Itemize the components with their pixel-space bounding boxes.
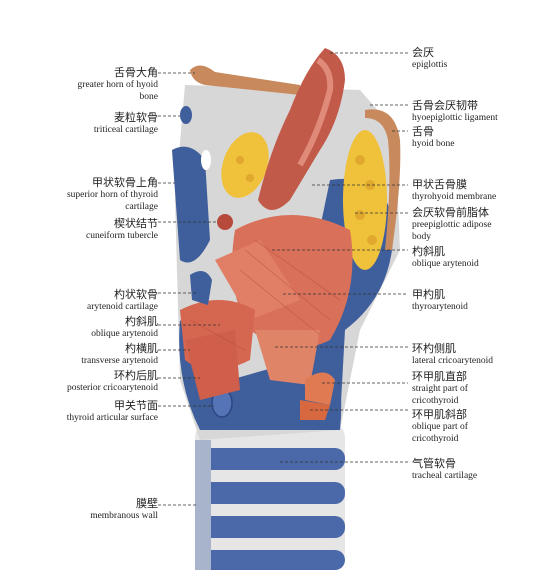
tracheal-ring [195,550,345,570]
label-triticeal-cartilage: 麦粒软骨 triticeal cartilage [93,111,158,136]
label-arytenoid-cartilage: 杓状软骨 arytenoid cartilage [87,288,158,313]
label-tracheal-cartilage: 气管软骨 tracheal cartilage [412,457,478,482]
label-thyrohyoid-membrane: 甲状舌骨膜 thyrohyoid membrane [412,178,497,203]
greater-horn-hyoid [190,65,300,95]
trachea [195,420,345,570]
epiglottis-highlight [297,57,334,167]
tracheal-ring [195,516,345,538]
label-greater-horn-hyoid: 舌骨大角 greater horn of hyoid bone [77,66,158,103]
oblique-arytenoid-muscle [215,240,300,320]
tracheal-ring [195,448,345,470]
posterior-cricoarytenoid-muscle [185,330,240,400]
label-posterior-cricoarytenoid: 环杓后肌 posterior cricoarytenoid [66,369,158,394]
label-superior-horn-thyroid: 甲状软骨上角 superior horn of thyroid cartilag… [66,176,158,213]
label-cricothyroid-straight: 环甲肌直部 straight part of cricothyroid [412,370,468,407]
cuneiform-tubercle [217,214,233,230]
label-cuneiform-tubercle: 楔状结节 cuneiform tubercle [85,217,158,242]
label-hyoepiglottic-ligament: 舌骨会厌韧带 hyoepiglottic ligament [412,99,498,124]
cricothyroid-straight [305,372,335,405]
white-spot [201,150,211,170]
label-oblique-arytenoid-right: 杓斜肌 oblique arytenoid [412,245,479,270]
preepiglottic-adipose-body [221,130,387,270]
label-oblique-arytenoid-left: 杓斜肌 oblique arytenoid [91,315,158,340]
hyoid-bone [365,109,401,250]
epiglottis [258,48,345,210]
superior-horn-thyroid [172,146,210,263]
triticeal-cartilage [180,106,192,124]
label-thyroid-articular-surface: 甲关节面 thyroid articular surface [66,399,158,424]
label-thyroarytenoid: 甲杓肌 thyroarytenoid [412,288,468,313]
tracheal-ring [195,482,345,504]
arytenoid-cartilage [190,271,212,305]
leader-lines [158,52,408,506]
label-hyoid-bone: 舌骨 hyoid bone [412,125,455,150]
lateral-cricoarytenoid-muscle [255,330,320,385]
label-membranous-wall: 膜壁 membranous wall [90,497,158,522]
membranous-wall [195,440,211,570]
label-transverse-arytenoid: 杓横肌 transverse arytenoid [81,342,158,367]
label-preepiglottic-adipose-body: 会厌软骨前脂体 preepiglottic adipose body [412,206,492,243]
label-lateral-cricoarytenoid: 环杓侧肌 lateral cricoarytenoid [412,342,493,367]
label-epiglottis: 会厌 epiglottis [412,46,448,71]
label-cricothyroid-oblique: 环甲肌斜部 oblique part of cricothyroid [412,408,468,445]
